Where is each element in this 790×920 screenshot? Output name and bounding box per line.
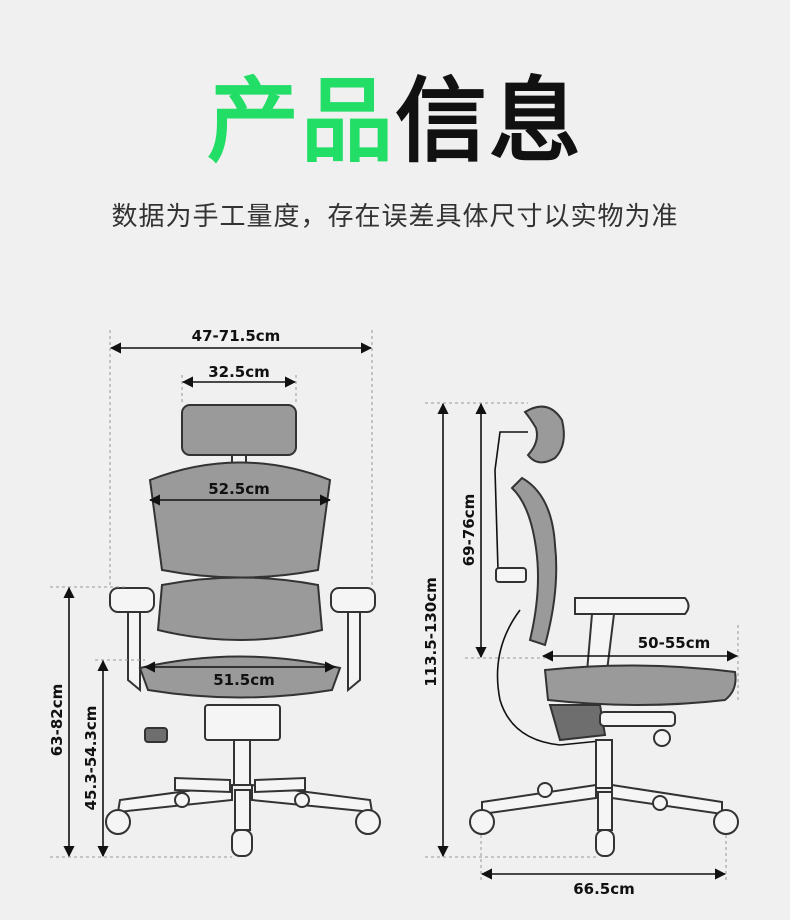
- armrest-height-label: 63-82cm: [48, 684, 66, 757]
- front-base-leg-center: [234, 789, 251, 831]
- front-mechanism: [204, 704, 281, 741]
- backrest-height-label: 69-76cm: [460, 494, 478, 567]
- side-back-frame: [496, 609, 611, 746]
- side-spine: [494, 469, 499, 571]
- side-backrest: [510, 476, 558, 647]
- seat-width-label: 51.5cm: [213, 671, 275, 689]
- seat-height-label: 45.3-54.3cm: [82, 706, 100, 811]
- side-caster-right: [713, 809, 739, 835]
- side-view-chair: [469, 405, 739, 857]
- side-mechanism: [548, 704, 607, 742]
- overall-height-label: 113.5-130cm: [422, 577, 440, 687]
- side-headrest-arm: [494, 431, 528, 471]
- front-headrest: [181, 404, 297, 456]
- page-subtitle: 数据为手工量度，存在误差具体尺寸以实物为准: [111, 202, 679, 232]
- headrest-width-label: 32.5cm: [208, 363, 270, 381]
- side-armrest-pad: [574, 597, 690, 615]
- front-backrest-lower: [156, 576, 324, 641]
- front-view-dimensions: 47-71.5cm 32.5cm 52.5cm 51.5cm 63-82cm 4…: [48, 327, 373, 858]
- front-view-chair: [105, 404, 381, 857]
- side-lumbar-knob: [495, 567, 527, 583]
- side-seat-bracket: [599, 711, 676, 727]
- front-backrest-upper: [148, 461, 332, 579]
- side-gas-lift: [595, 739, 613, 789]
- side-caster-back-left: [537, 782, 553, 798]
- front-arm-post-right: [347, 611, 361, 693]
- front-caster-right: [355, 809, 381, 835]
- front-caster-left: [105, 809, 131, 835]
- side-view-dimensions: 113.5-130cm 69-76cm 50-55cm 66.5cm: [422, 402, 739, 898]
- front-caster-back-left: [174, 792, 190, 808]
- backrest-width-label: 52.5cm: [208, 480, 270, 498]
- page-title: 产品信息: [0, 72, 790, 172]
- front-base-leg-back-right: [254, 776, 306, 794]
- side-headrest: [523, 405, 565, 464]
- overall-width-label: 47-71.5cm: [192, 327, 281, 345]
- front-caster-center: [231, 829, 253, 857]
- side-caster-center: [595, 829, 615, 857]
- base-depth-label: 66.5cm: [573, 880, 635, 898]
- side-knob: [653, 729, 671, 747]
- front-lever: [144, 727, 168, 743]
- front-caster-back-right: [294, 792, 310, 808]
- side-caster-left: [469, 809, 495, 835]
- title-green-part: 产品: [206, 68, 395, 175]
- side-seat: [543, 664, 737, 706]
- front-arm-post-left: [127, 611, 141, 693]
- front-gas-lift: [233, 739, 251, 786]
- front-armrest-left: [109, 587, 155, 613]
- title-black-part: 信息: [395, 68, 584, 175]
- seat-depth-label: 50-55cm: [638, 634, 711, 652]
- front-armrest-right: [330, 587, 376, 613]
- front-base-leg-back-left: [174, 776, 231, 794]
- side-caster-back-right: [652, 795, 668, 811]
- side-base-leg-center: [597, 791, 613, 831]
